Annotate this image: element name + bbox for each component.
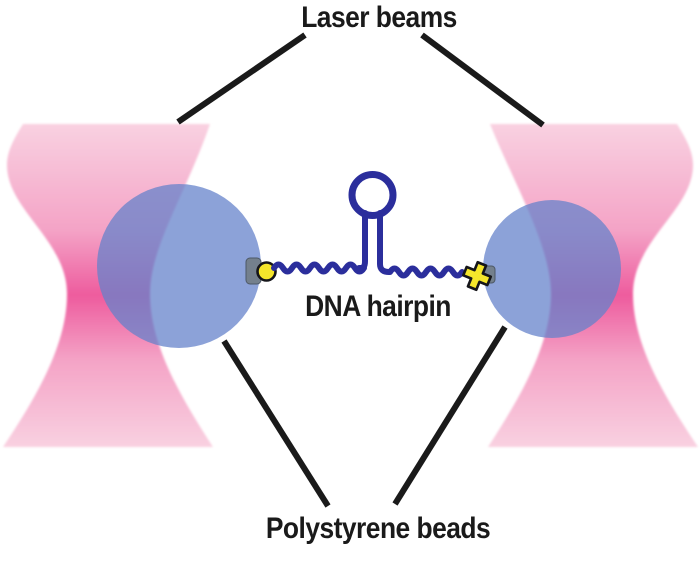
yellow-linker-left-icon — [256, 261, 277, 282]
dna-strand-left-icon — [271, 261, 367, 275]
polystyrene-bead-left-icon — [97, 184, 261, 348]
polystyrene-beads-label: Polystyrene beads — [265, 512, 491, 545]
dna-strand-right-icon — [387, 265, 465, 279]
dna-hairpin-label: DNA hairpin — [305, 290, 451, 323]
polystyrene-bead-right-icon — [483, 200, 621, 338]
laser-beams-label: Laser beams — [301, 1, 457, 34]
yellow-linker-right-icon — [461, 260, 493, 292]
pointer-line-bead-right — [392, 325, 508, 506]
pointer-line-bead-left — [221, 339, 331, 508]
pointer-line-laser-left — [176, 32, 307, 125]
dna-hairpin-loop-icon — [348, 171, 397, 219]
pointer-line-laser-right — [420, 32, 545, 128]
dna-stem-right-icon — [377, 210, 392, 275]
dna-stem-left-icon — [356, 210, 368, 271]
